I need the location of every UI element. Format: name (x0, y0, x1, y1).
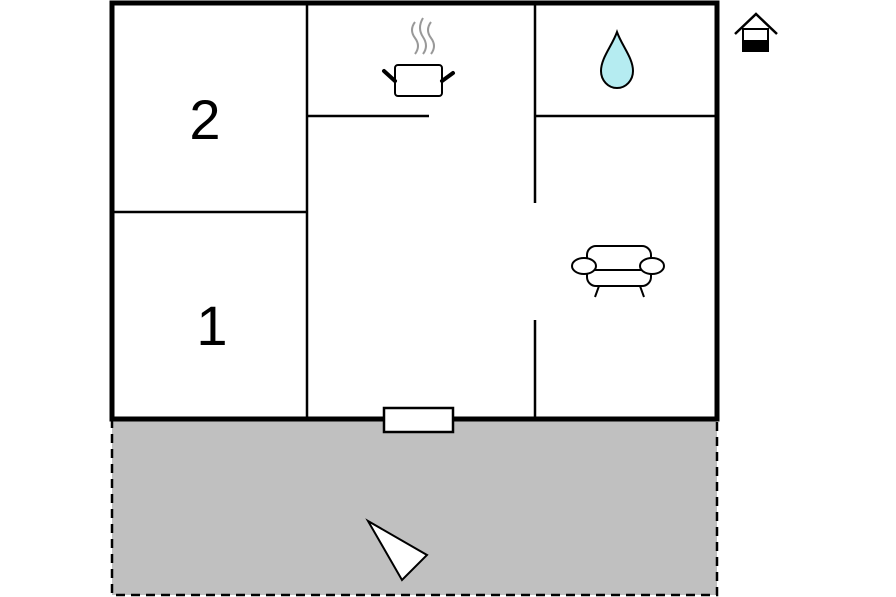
house-level-icon (734, 12, 778, 52)
water-drop-icon (599, 29, 635, 89)
entrance-door (382, 406, 455, 434)
room-label-1: 1 (196, 294, 227, 357)
cooking-pot-icon (382, 17, 455, 97)
interior-walls (112, 3, 717, 419)
sofa-icon (571, 245, 665, 298)
direction-pointer-icon (365, 518, 429, 582)
room-label-2: 2 (189, 88, 220, 151)
